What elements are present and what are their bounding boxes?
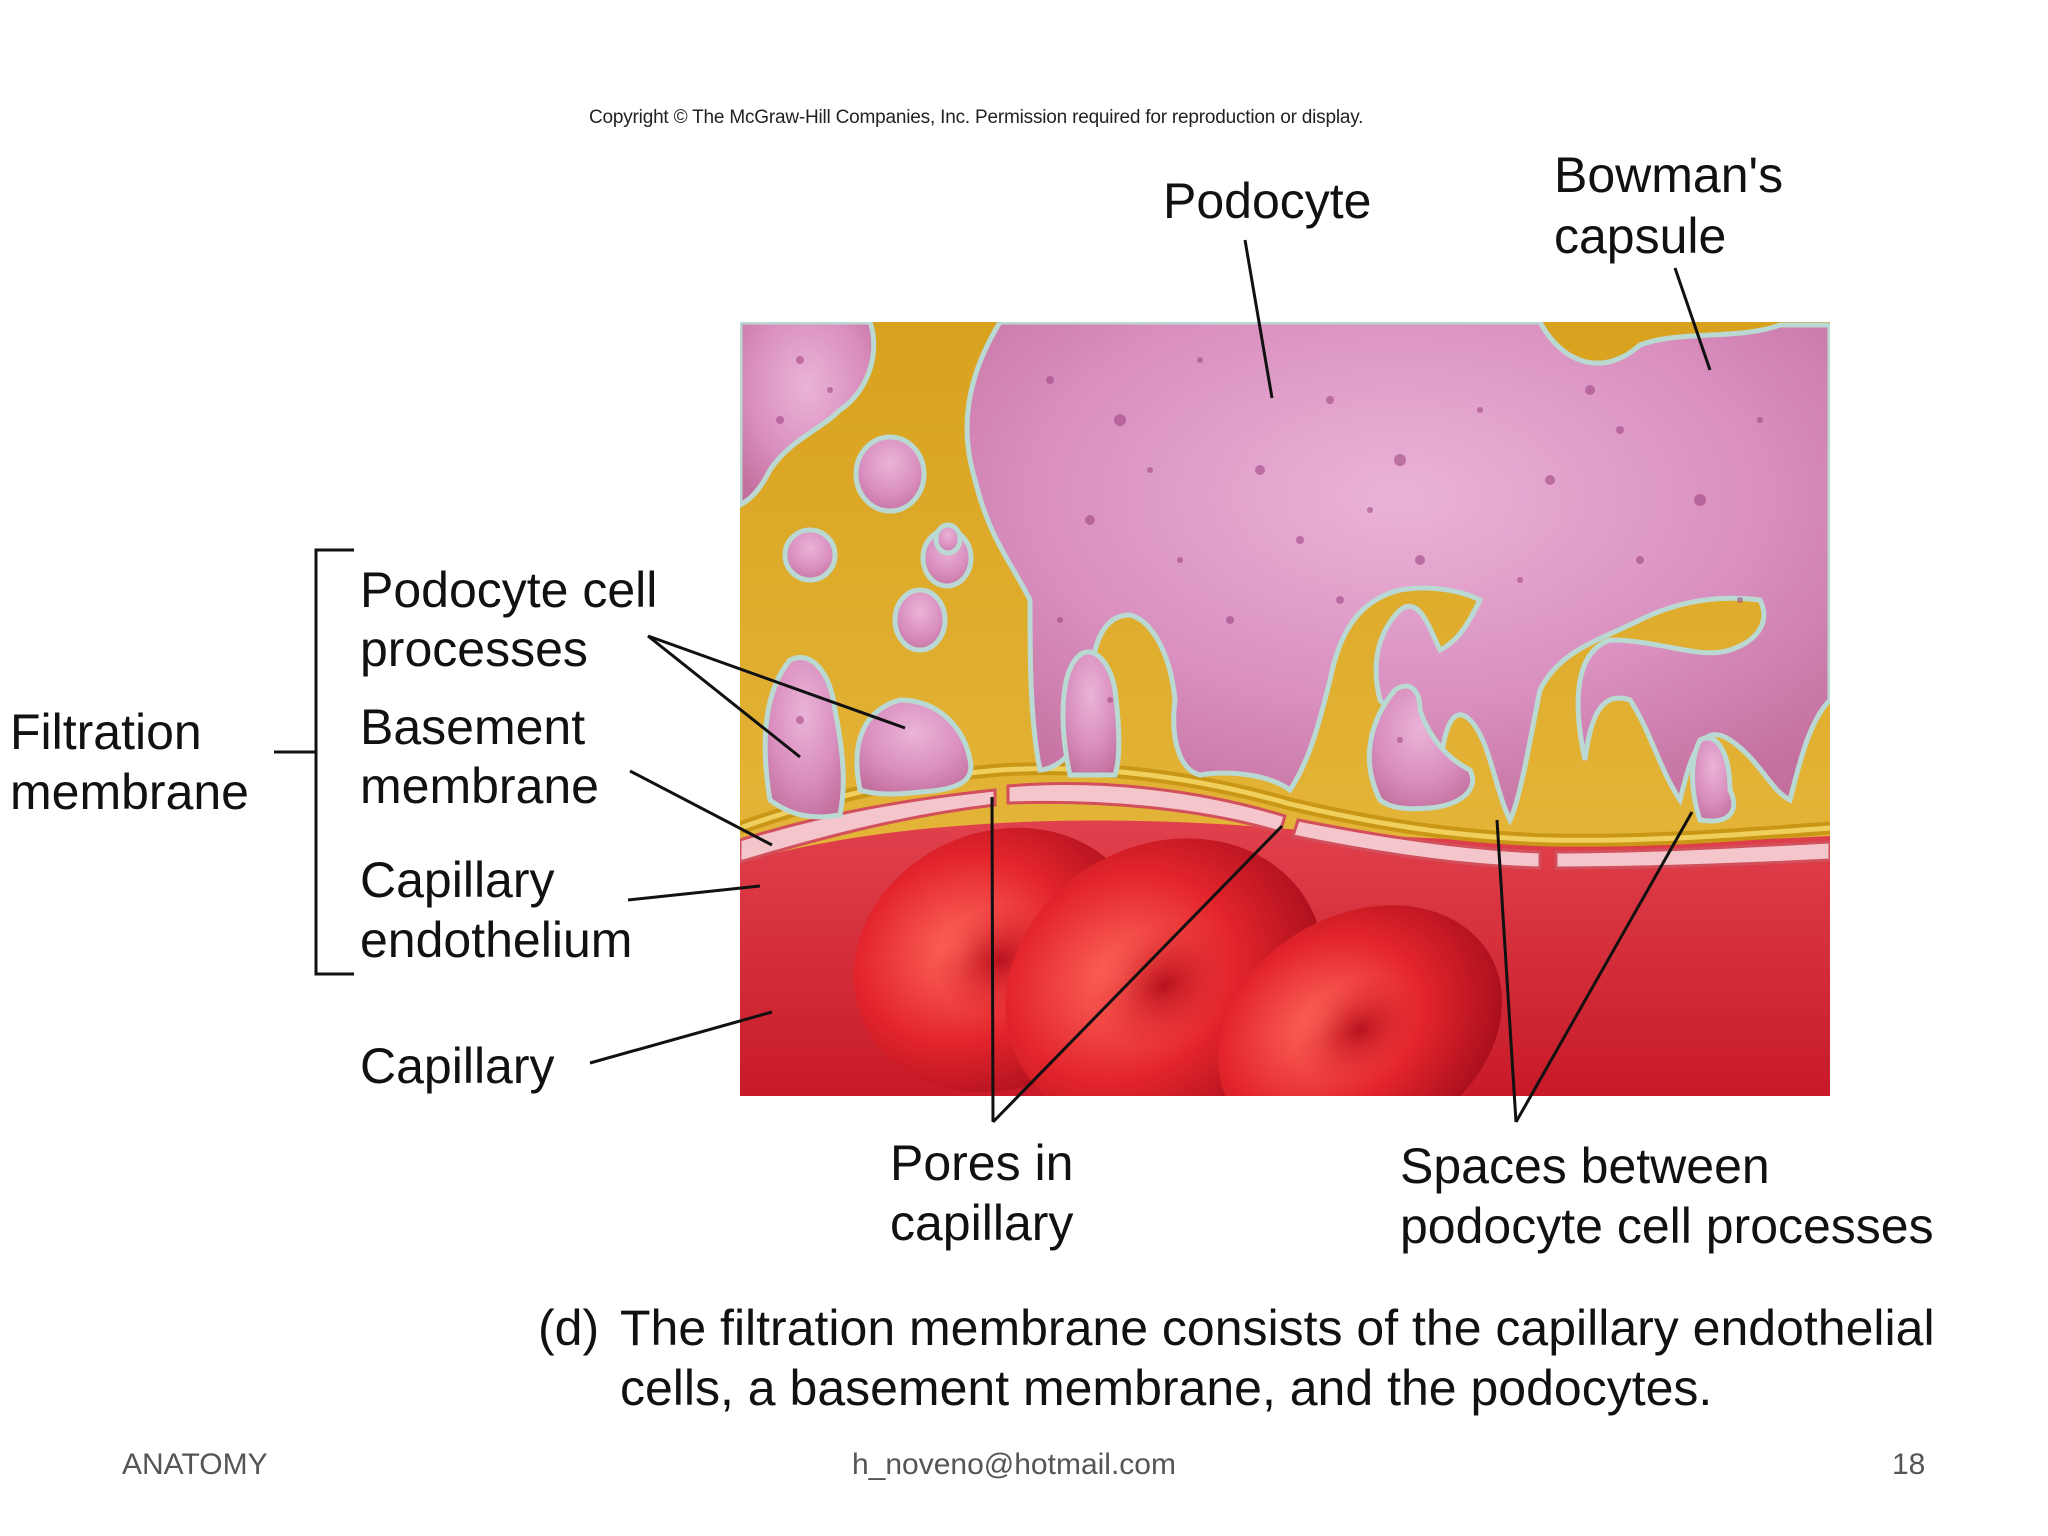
label-podocyte: Podocyte [1163, 173, 1372, 229]
label-basement-membrane-line1: Basement [360, 699, 586, 755]
label-spaces-line1: Spaces between [1400, 1138, 1770, 1194]
leader-lines [274, 239, 1712, 1124]
caption-prefix: (d) [538, 1300, 600, 1356]
footer-page-number: 18 [1892, 1448, 1926, 1481]
leader-pore-b [991, 824, 1284, 1124]
label-filtration-membrane-line2: membrane [10, 764, 249, 820]
red-blood-cells [853, 827, 1503, 1096]
leader-endothelium [627, 884, 761, 902]
label-filtration-membrane-line1: Filtration [10, 704, 202, 760]
footer-left: ANATOMY [122, 1448, 268, 1481]
label-spaces-line2: podocyte cell processes [1400, 1198, 1934, 1254]
label-podocyte-processes-line2: processes [360, 621, 588, 677]
label-capillary-endothelium-line2: endothelium [360, 912, 633, 968]
caption-line1: The filtration membrane consists of the … [620, 1300, 1935, 1356]
leader-space-a [1495, 819, 1518, 1123]
label-capillary-endothelium-line1: Capillary [360, 852, 555, 908]
leader-space-b [1514, 811, 1694, 1123]
leader-capillary [589, 1010, 773, 1065]
leader-basement [629, 769, 773, 847]
label-podocyte-processes-line1: Podocyte cell [360, 562, 658, 618]
filtration-bracket [314, 548, 354, 976]
caption-line2: cells, a basement membrane, and the podo… [620, 1360, 1713, 1416]
label-bowmans-capsule-line1: Bowman's [1554, 147, 1784, 203]
copyright-notice: Copyright © The McGraw-Hill Companies, I… [589, 107, 1364, 128]
leader-podocyte [1243, 239, 1274, 399]
label-pores-line1: Pores in [890, 1135, 1074, 1191]
footer-center: h_noveno@hotmail.com [852, 1448, 1176, 1481]
label-basement-membrane-line2: membrane [360, 758, 599, 814]
label-pores-line2: capillary [890, 1195, 1074, 1251]
podocyte-fragments [782, 434, 974, 653]
leader-processes-a [647, 634, 801, 759]
capillary-endothelium [740, 782, 1830, 870]
podocyte-speckles [776, 356, 1763, 743]
leader-processes-b [647, 634, 906, 730]
label-capillary: Capillary [360, 1038, 555, 1094]
leader-pore-a [990, 796, 995, 1123]
label-bowmans-capsule-line2: capsule [1554, 208, 1727, 264]
podocyte-foot-processes [762, 649, 1737, 824]
podocyte-left-lobe [740, 322, 877, 508]
leader-bowmans-capsule [1673, 267, 1712, 371]
